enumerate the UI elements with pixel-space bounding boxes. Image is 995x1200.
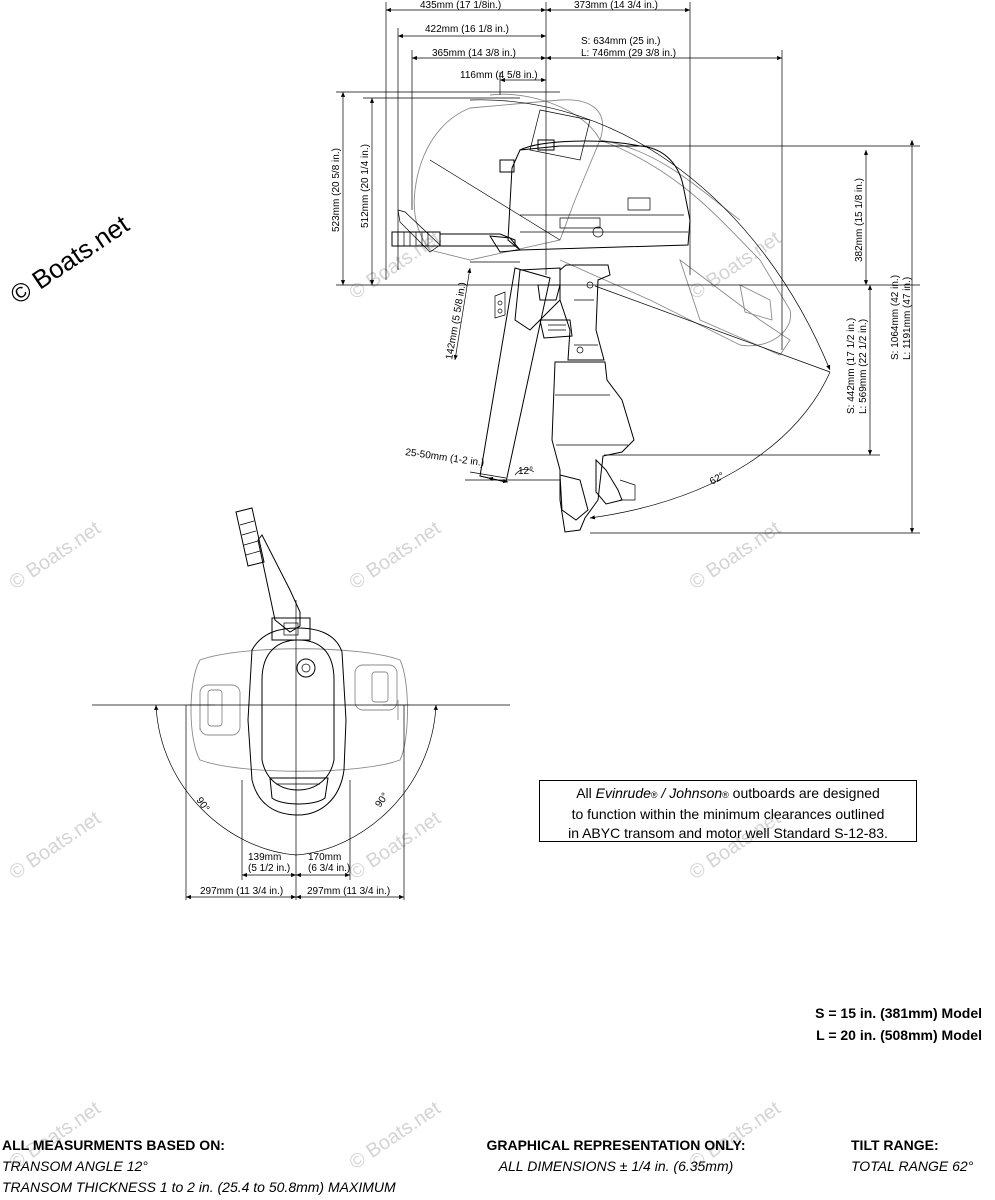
model-s: S = 15 in. (381mm) Model — [815, 1005, 982, 1021]
notice-line-3: in ABYC transom and motor well Standard … — [568, 825, 888, 841]
dim-634: S: 634mm (25 in.) — [581, 36, 660, 47]
dim-139: 139mm — [248, 852, 281, 863]
watermark: © Boats.net — [345, 517, 445, 594]
notice-line-2: to function within the minimum clearance… — [571, 806, 885, 822]
footer-right-line1: TOTAL RANGE 62° — [851, 1158, 974, 1174]
model-legend: S = 15 in. (381mm) Model L = 20 in. (508… — [815, 1002, 982, 1046]
dim-442: S: 442mm (17 1/2 in.) — [846, 318, 857, 414]
top-body — [247, 627, 347, 816]
midsection-clamp — [494, 264, 611, 361]
side-view: 435mm (17 1/8in.) 373mm (14 3/4 in.) 422… — [331, 0, 920, 534]
lower-unit — [551, 361, 636, 533]
top-view: 90° 90° 139mm (5 1/2 in.) 170mm (6 3/4 i… — [92, 507, 510, 900]
footer-center-title: GRAPHICAL REPRESENTATION ONLY: — [486, 1137, 746, 1153]
model-l: L = 20 in. (508mm) Model — [816, 1027, 982, 1043]
dim-transom: 25-50mm (1-2 in.) — [405, 447, 485, 469]
footer-tilt: TILT RANGE: TOTAL RANGE 62° — [851, 1135, 973, 1177]
footer-left-line2: TRANSOM THICKNESS 1 to 2 in. (25.4 to 50… — [2, 1179, 396, 1195]
footer-right-title: TILT RANGE: — [851, 1137, 939, 1153]
clearance-notice: All Evinrude® / Johnson® outboards are d… — [539, 780, 917, 842]
watermark: © Boats.net — [685, 517, 785, 594]
watermarks: © Boats.net © Boats.net © Boats.net © Bo… — [5, 208, 785, 1174]
watermark: © Boats.net — [5, 517, 105, 594]
footer-left-title: ALL MEASURMENTS BASED ON: — [2, 1137, 225, 1153]
dim-382: 382mm (15 1/8 in.) — [854, 178, 865, 262]
footer-graphical: GRAPHICAL REPRESENTATION ONLY: ALL DIMEN… — [468, 1135, 764, 1177]
dim-297-left: 297mm (11 3/4 in.) — [200, 886, 283, 897]
watermark: © Boats.net — [685, 227, 785, 304]
watermark: © Boats.net — [345, 807, 445, 884]
dim-139-in: (5 1/2 in.) — [248, 863, 290, 874]
transom-board — [479, 267, 551, 483]
dim-569: L: 569mm (22 1/2 in.) — [858, 319, 869, 414]
dim-297-right: 297mm (11 3/4 in.) — [307, 886, 390, 897]
footer-left-line1: TRANSOM ANGLE 12° — [2, 1158, 148, 1174]
dim-142: 142mm (5 5/8 in.) — [444, 281, 468, 360]
swept-outline — [188, 648, 410, 772]
dim-746: L: 746mm (29 3/8 in.) — [581, 48, 676, 59]
dim-365: 365mm (14 3/8 in.) — [432, 48, 516, 59]
dim-422: 422mm (16 1/8 in.) — [425, 24, 509, 35]
footer-center-line1: ALL DIMENSIONS ± 1/4 in. (6.35mm) — [498, 1158, 734, 1174]
angle-left-90: 90° — [194, 795, 212, 814]
brand-johnson: Johnson — [669, 785, 723, 801]
dim-116: 116mm (4 5/8 in.) — [460, 70, 538, 81]
angle-62: 62° — [708, 471, 727, 488]
dim-170: 170mm — [308, 852, 341, 863]
angle-12: 12° — [518, 466, 533, 477]
dim-170-in: (6 3/4 in.) — [308, 863, 350, 874]
dim-523: 523mm (20 5/8 in.) — [331, 148, 342, 232]
dim-1064: S: 1064mm (42 in.) — [890, 275, 901, 360]
notice-line-1: All Evinrude® / Johnson® outboards are d… — [576, 785, 880, 801]
dim-1191: L: 1191mm (47 in.) — [902, 277, 913, 360]
top-tiller — [257, 534, 301, 633]
angle-right-90: 90° — [373, 791, 391, 810]
dim-373: 373mm (14 3/4 in.) — [574, 0, 658, 11]
watermark: © Boats.net — [345, 227, 445, 304]
dim-435: 435mm (17 1/8in.) — [420, 0, 501, 11]
watermark: © Boats.net — [5, 807, 105, 884]
brand-evinrude: Evinrude — [595, 785, 651, 801]
watermark-brand: © Boats.net — [5, 208, 135, 309]
dim-512: 512mm (20 1/4 in.) — [360, 144, 371, 228]
footer-measurements: ALL MEASURMENTS BASED ON: TRANSOM ANGLE … — [2, 1135, 396, 1198]
